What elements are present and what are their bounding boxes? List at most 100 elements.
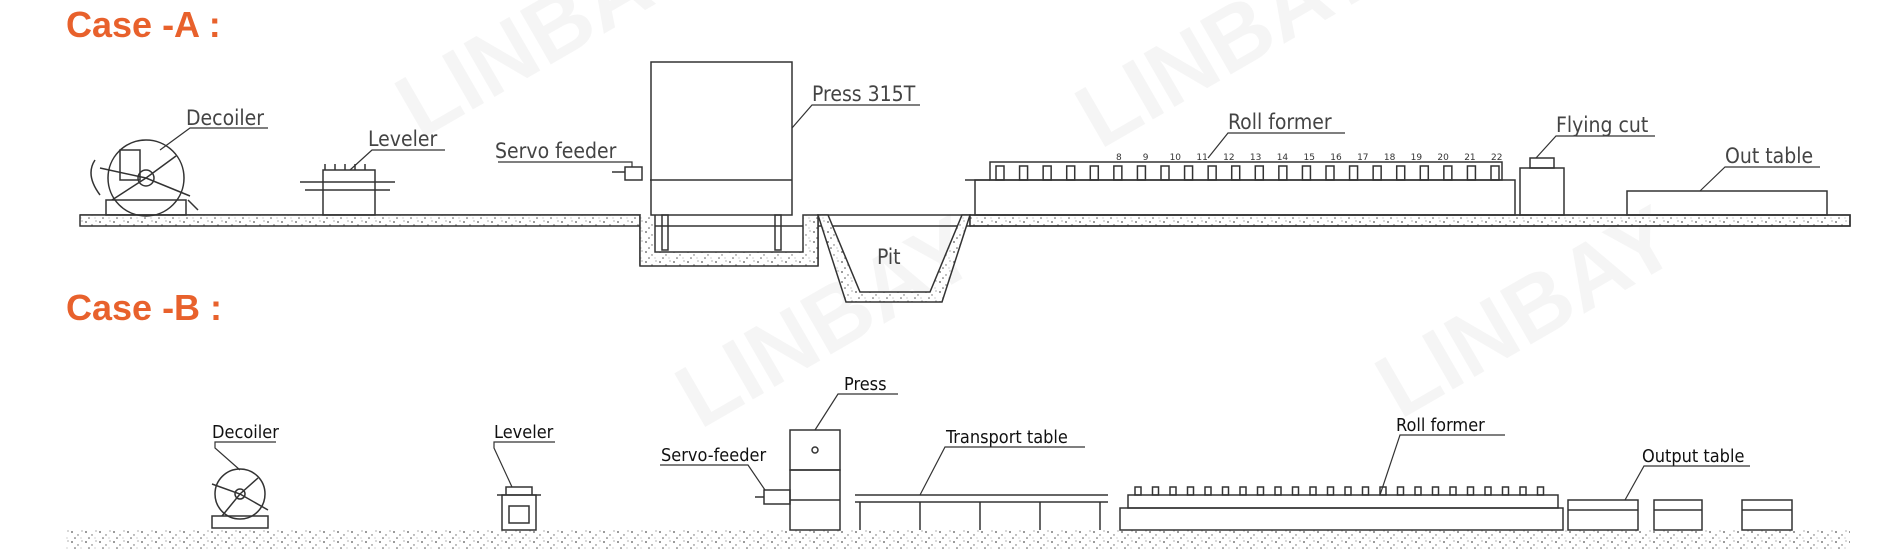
label-leveler-a: Leveler [368,127,437,151]
roll-stand [1278,165,1288,181]
label-decoiler-b: Decoiler [212,422,279,443]
leader-servo-a [498,161,633,167]
roll-stand [1490,165,1500,181]
station-number: 19 [1411,153,1423,163]
leader-roll-former-a [1207,132,1345,159]
roll-stand [1309,486,1317,496]
label-pit-a: Pit [877,245,901,269]
roll-stand [1089,165,1100,181]
roll-former-b [1119,486,1564,531]
roll-stand [1291,486,1300,496]
roll-stand [1466,486,1475,496]
press-foundation [639,214,819,267]
roll-stand [1042,165,1052,181]
station-number: 11 [1196,153,1207,163]
roll-stand [1160,165,1170,181]
roll-stand [1065,165,1076,181]
roll-stand [1344,486,1352,496]
roll-stand [1207,165,1217,181]
roll-stand [1274,486,1282,496]
roll-stand [1484,486,1492,496]
leader-transport-b [919,446,1085,496]
decoiler-a [90,139,199,217]
case-a-title: Case -A : [66,4,221,45]
leader-output-b [1624,465,1750,501]
case-b-title: Case -B : [66,287,223,328]
leveler-a [300,164,395,216]
label-servo-feeder-a: Servo feeder [495,139,617,163]
leader-decoiler-a [159,127,268,151]
label-out-table-a: Out table [1725,144,1813,168]
label-roll-former-b: Roll former [1396,415,1485,436]
roll-stand [1256,486,1265,496]
pit [816,214,972,303]
leader-leveler-b [493,441,555,488]
roll-stand [1361,486,1370,496]
roll-stand [1443,165,1453,181]
station-number: 18 [1384,153,1396,163]
roll-stand [1325,165,1335,181]
press-a [650,61,793,251]
roll-stand [1395,165,1406,181]
decoiler-b [211,468,269,529]
servo-feeder-b [755,489,791,505]
roll-stand [1466,165,1477,181]
leader-leveler-a [349,149,445,171]
label-roll-former-a: Roll former [1228,110,1332,134]
station-number: 13 [1250,153,1261,163]
leader-out-table-a [1699,166,1820,192]
servo-feeder-a [612,166,643,181]
roll-stand [1204,486,1212,496]
station-number: 17 [1357,153,1368,163]
station-number: 16 [1330,153,1342,163]
label-press-b: Press [844,374,887,395]
output-table-b [1567,499,1793,531]
roll-stand [1186,486,1195,496]
roll-stand [1414,486,1422,496]
leveler-b [497,486,541,531]
label-transport-table-b: Transport table [945,427,1068,448]
roll-stand [1348,165,1359,181]
roll-stand [1449,486,1457,496]
leader-servo-b [660,464,766,491]
roll-stand [1536,486,1545,496]
leader-decoiler-b [214,441,276,471]
roll-stand [1501,486,1510,496]
roll-stand [1254,165,1265,181]
station-number: 20 [1437,153,1449,163]
station-number: 12 [1223,153,1234,163]
roll-stand [1372,165,1382,181]
flying-cut-a [1519,157,1565,216]
leader-press-a [791,104,920,129]
roll-stand [995,165,1005,181]
roll-stand [1419,165,1430,181]
station-number: 15 [1304,153,1315,163]
station-number: 22 [1491,153,1502,163]
roll-stand [1151,486,1160,496]
label-press-a: Press 315T [812,82,916,106]
press-b [789,429,841,531]
roll-stand [1018,165,1029,181]
transport-table-b [855,494,1108,530]
ground-b [66,530,1850,550]
leader-press-b [814,393,898,431]
label-servo-feeder-b: Servo-feeder [661,445,766,466]
roll-stand [1183,165,1194,181]
roll-stand [1113,165,1123,181]
station-number: 8 [1116,153,1122,163]
label-flying-cut-a: Flying cut [1556,113,1648,137]
roll-stand [1519,486,1527,496]
roll-stand [1396,486,1405,496]
roll-stand [1136,165,1147,181]
station-number: 21 [1464,153,1475,163]
label-output-table-b: Output table [1642,446,1744,467]
station-number: 10 [1170,153,1182,163]
roll-stand [1169,486,1177,496]
roll-stand [1239,486,1247,496]
case-b-layout [66,393,1850,550]
roll-stand [1301,165,1312,181]
station-number: 9 [1143,153,1149,163]
